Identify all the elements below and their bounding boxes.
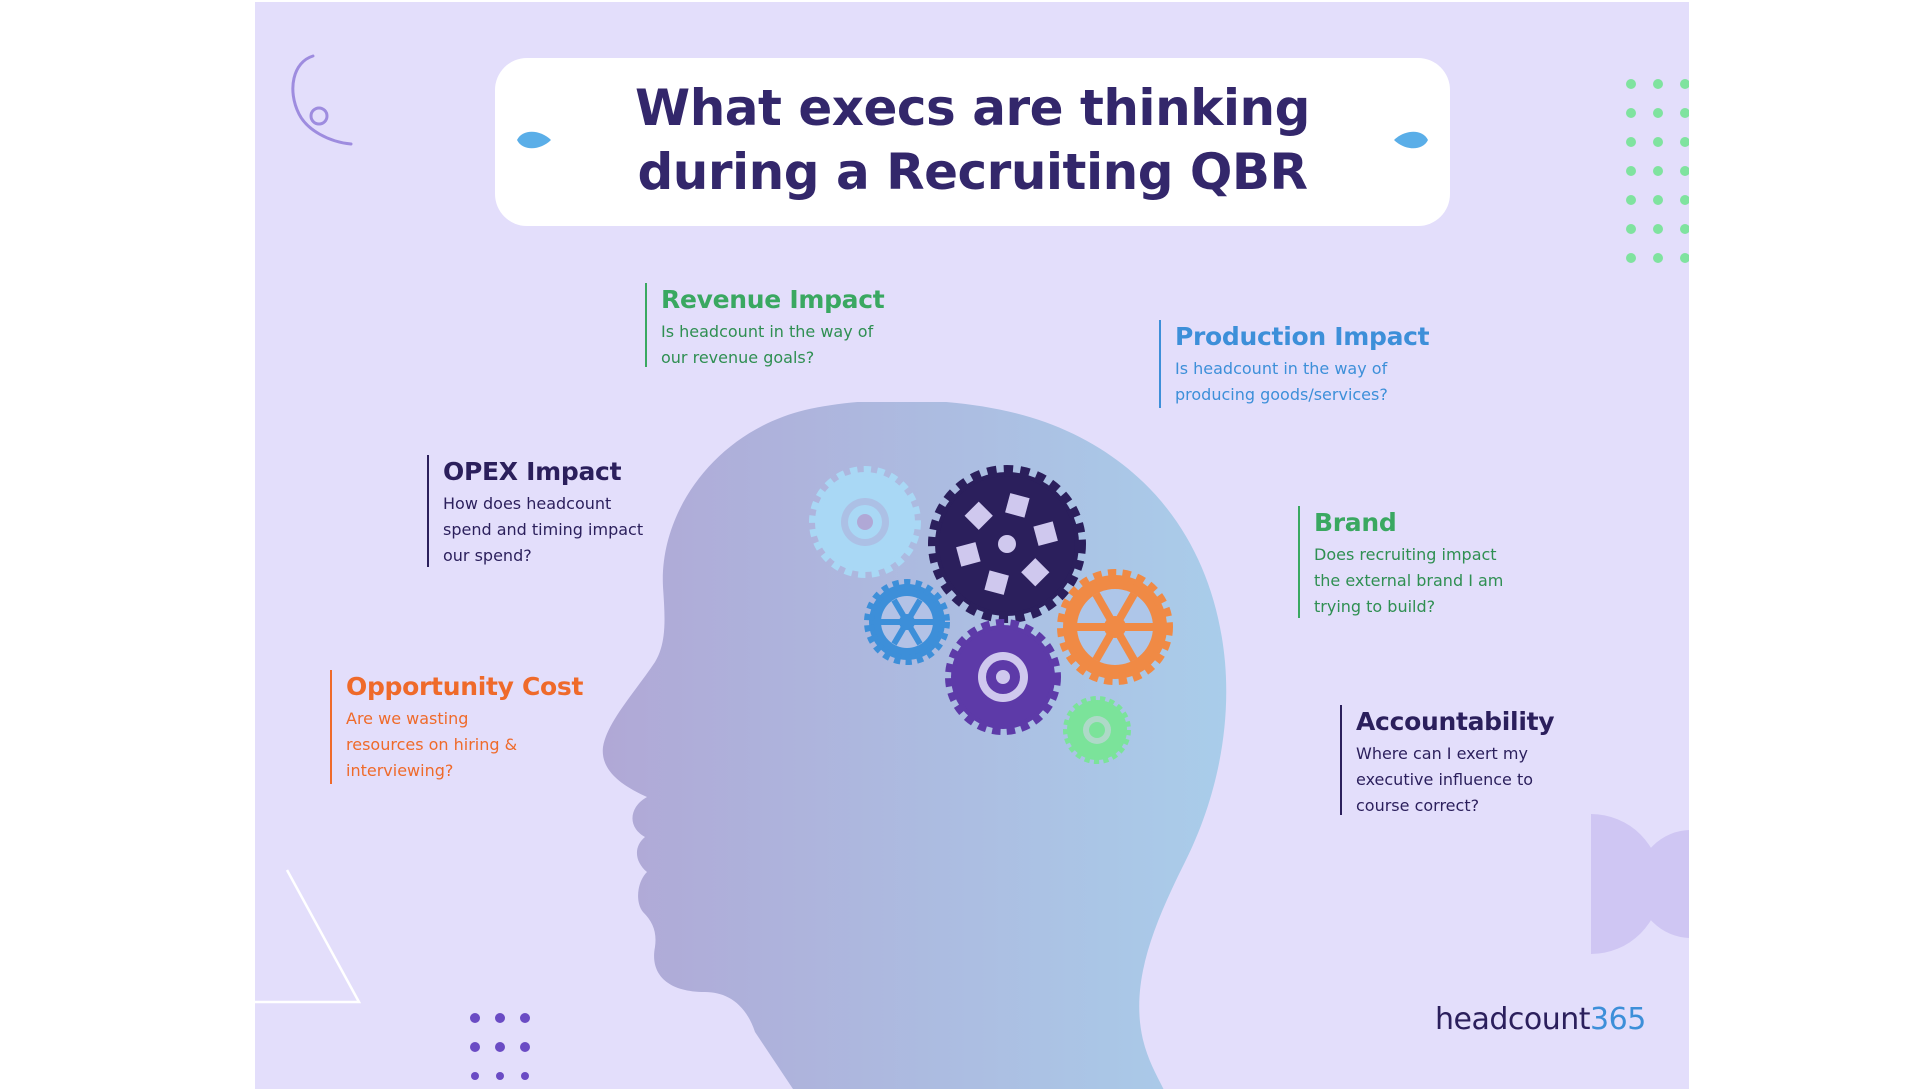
- dot-grid-icon: [1626, 79, 1689, 263]
- item-production-impact: Production Impact Is headcount in the wa…: [1159, 320, 1430, 408]
- title-line-1: What execs are thinking: [635, 79, 1310, 137]
- page-title: What execs are thinking during a Recruit…: [495, 76, 1450, 204]
- gears-group: [809, 465, 1173, 764]
- headcount365-logo: headcount365: [1435, 1002, 1646, 1037]
- title-line-2: during a Recruiting QBR: [637, 143, 1308, 201]
- item-heading: Opportunity Cost: [346, 672, 584, 701]
- gear-icon: [1063, 696, 1131, 764]
- item-accountability: Accountability Where can I exert my exec…: [1340, 705, 1555, 815]
- item-heading: Accountability: [1356, 707, 1555, 736]
- item-heading: Brand: [1314, 508, 1397, 537]
- item-description: Does recruiting impact the external bran…: [1314, 545, 1504, 616]
- item-opex-impact: OPEX Impact How does headcount spend and…: [427, 455, 643, 567]
- swirl-icon: [291, 54, 353, 146]
- item-brand: Brand Does recruiting impact the externa…: [1298, 506, 1503, 618]
- item-description: Is headcount in the way of our revenue g…: [661, 322, 874, 367]
- item-revenue-impact: Revenue Impact Is headcount in the way o…: [645, 283, 885, 367]
- gear-icon: [809, 466, 921, 578]
- item-description: Are we wasting resources on hiring & int…: [346, 709, 518, 780]
- gear-icon: [1057, 569, 1173, 685]
- logo-text-main: headcount: [1435, 1002, 1591, 1037]
- drop-icon: [517, 131, 551, 149]
- half-circle-icon: [1591, 814, 1689, 954]
- title-card: What execs are thinking during a Recruit…: [495, 58, 1450, 226]
- gear-icon: [945, 619, 1061, 735]
- gear-icon: [864, 579, 950, 665]
- item-heading: Production Impact: [1175, 322, 1430, 351]
- dot-grid-icon: [470, 1013, 530, 1080]
- item-heading: OPEX Impact: [443, 457, 622, 486]
- item-description: How does headcount spend and timing impa…: [443, 494, 644, 565]
- gear-icon: [928, 465, 1086, 623]
- item-description: Where can I exert my executive influence…: [1356, 744, 1534, 815]
- item-description: Is headcount in the way of producing goo…: [1175, 359, 1388, 404]
- item-heading: Revenue Impact: [661, 285, 885, 314]
- triangle-icon: [255, 869, 362, 1004]
- infographic-canvas: What execs are thinking during a Recruit…: [255, 2, 1689, 1089]
- logo-text-accent: 365: [1590, 1002, 1646, 1037]
- drop-icon: [1394, 131, 1428, 149]
- item-opportunity-cost: Opportunity Cost Are we wasting resource…: [330, 670, 583, 784]
